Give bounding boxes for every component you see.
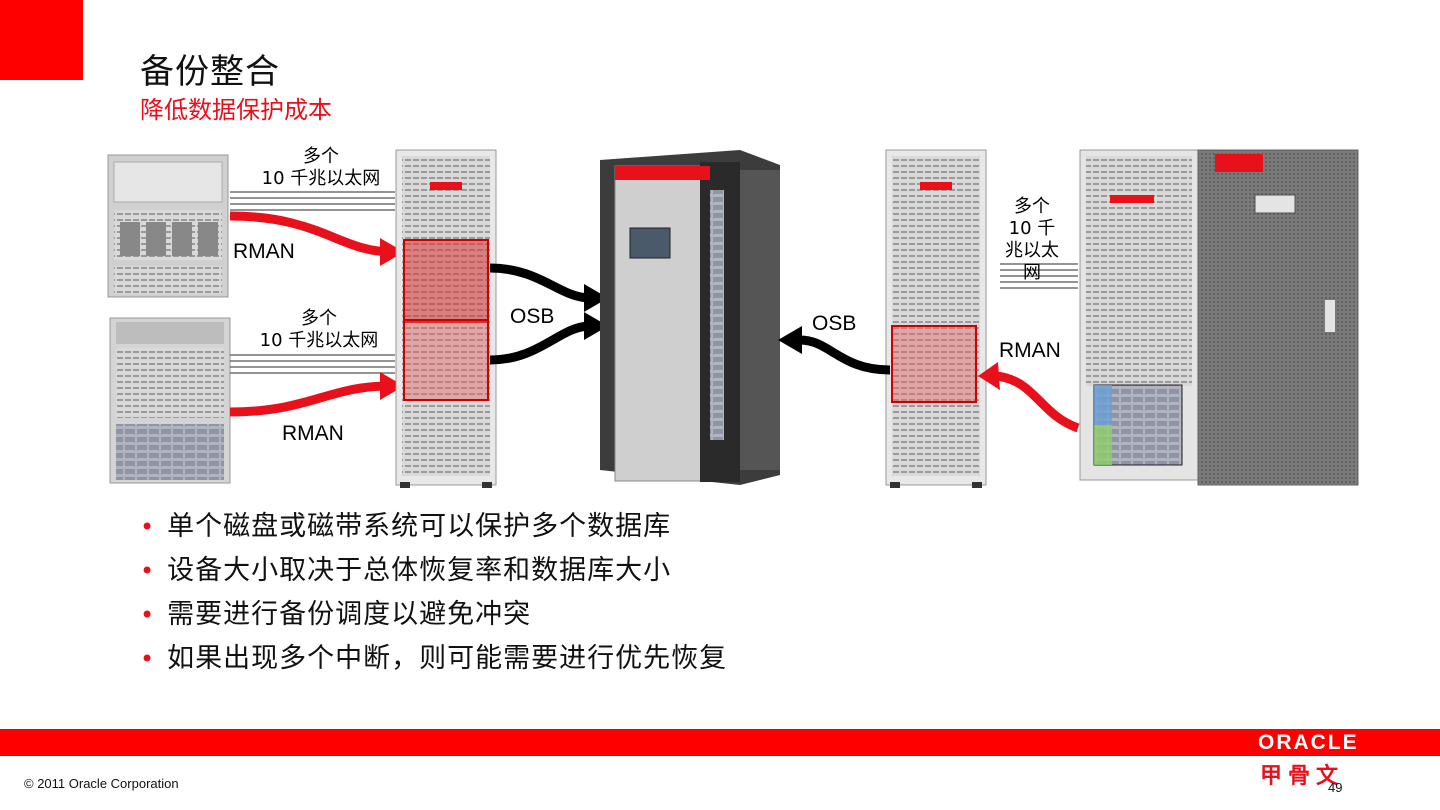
bullet-item: •单个磁盘或磁带系统可以保护多个数据库 xyxy=(140,511,672,542)
bullet-list: •单个磁盘或磁带系统可以保护多个数据库 •设备大小取决于总体恢复率和数据库大小 … xyxy=(140,505,727,681)
osb-arrowhead-top xyxy=(584,284,608,312)
backup-diagram: 多个 10 千兆以太网 多个 10 千兆以太网 多个 10 千 兆以太 网 RM… xyxy=(100,140,1380,495)
osb-arrowhead-right xyxy=(778,326,802,354)
server-top-left xyxy=(107,154,229,298)
oracle-logo: ORACLE xyxy=(1258,731,1359,754)
rman-arrowhead-top xyxy=(380,238,404,266)
osb-label-right: OSB xyxy=(812,312,857,335)
corner-accent-block xyxy=(0,0,83,80)
network-lines-right xyxy=(1000,263,1078,289)
rman-label-top: RMAN xyxy=(233,240,295,263)
copyright-text: © 2011 Oracle Corporation xyxy=(24,776,179,791)
bullet-item: •需要进行备份调度以避免冲突 xyxy=(140,599,532,630)
bullet-dot: • xyxy=(140,645,156,673)
osb-label-left: OSB xyxy=(510,305,555,328)
page-number: 49 xyxy=(1328,780,1343,795)
network-label-right: 多个 10 千 兆以太 网 xyxy=(1005,196,1059,283)
fujitsu-sparc-server xyxy=(1079,149,1359,486)
slide-title: 备份整合 xyxy=(140,52,280,92)
network-label-top-left: 多个 10 千兆以太网 xyxy=(261,146,381,189)
network-lines-top xyxy=(230,191,395,211)
rman-arrowhead-bottom xyxy=(380,372,404,400)
bullet-dot: • xyxy=(140,601,156,629)
diagram-graphics xyxy=(107,149,1359,488)
server-bottom-left xyxy=(109,317,231,484)
bullet-dot: • xyxy=(140,513,156,541)
osb-arrow-bottom xyxy=(489,321,591,365)
network-lines-bottom xyxy=(230,354,395,374)
slide-subtitle: 降低数据保护成本 xyxy=(140,96,332,124)
rman-arrow-top xyxy=(229,211,393,257)
bullet-dot: • xyxy=(140,557,156,585)
bullet-item: •如果出现多个中断，则可能需要进行优先恢复 xyxy=(140,643,728,674)
tape-library xyxy=(600,150,780,485)
network-label-bottom-left: 多个 10 千兆以太网 xyxy=(259,308,379,351)
rman-label-right: RMAN xyxy=(999,339,1061,362)
bullet-item: •设备大小取决于总体恢复率和数据库大小 xyxy=(140,555,672,586)
storage-rack-left xyxy=(395,149,497,488)
rman-arrow-bottom xyxy=(229,381,393,417)
osb-arrow-top xyxy=(489,263,591,303)
storage-rack-right xyxy=(885,149,987,488)
footer-red-bar xyxy=(0,729,1440,756)
rman-arrow-right xyxy=(995,371,1080,433)
osb-arrowhead-bottom xyxy=(584,312,608,340)
rman-arrowhead-right xyxy=(978,362,1000,390)
oracle-chinese-logo: 甲骨文 xyxy=(1260,764,1345,789)
osb-arrow-right xyxy=(799,335,891,375)
rman-label-bottom: RMAN xyxy=(282,422,344,445)
